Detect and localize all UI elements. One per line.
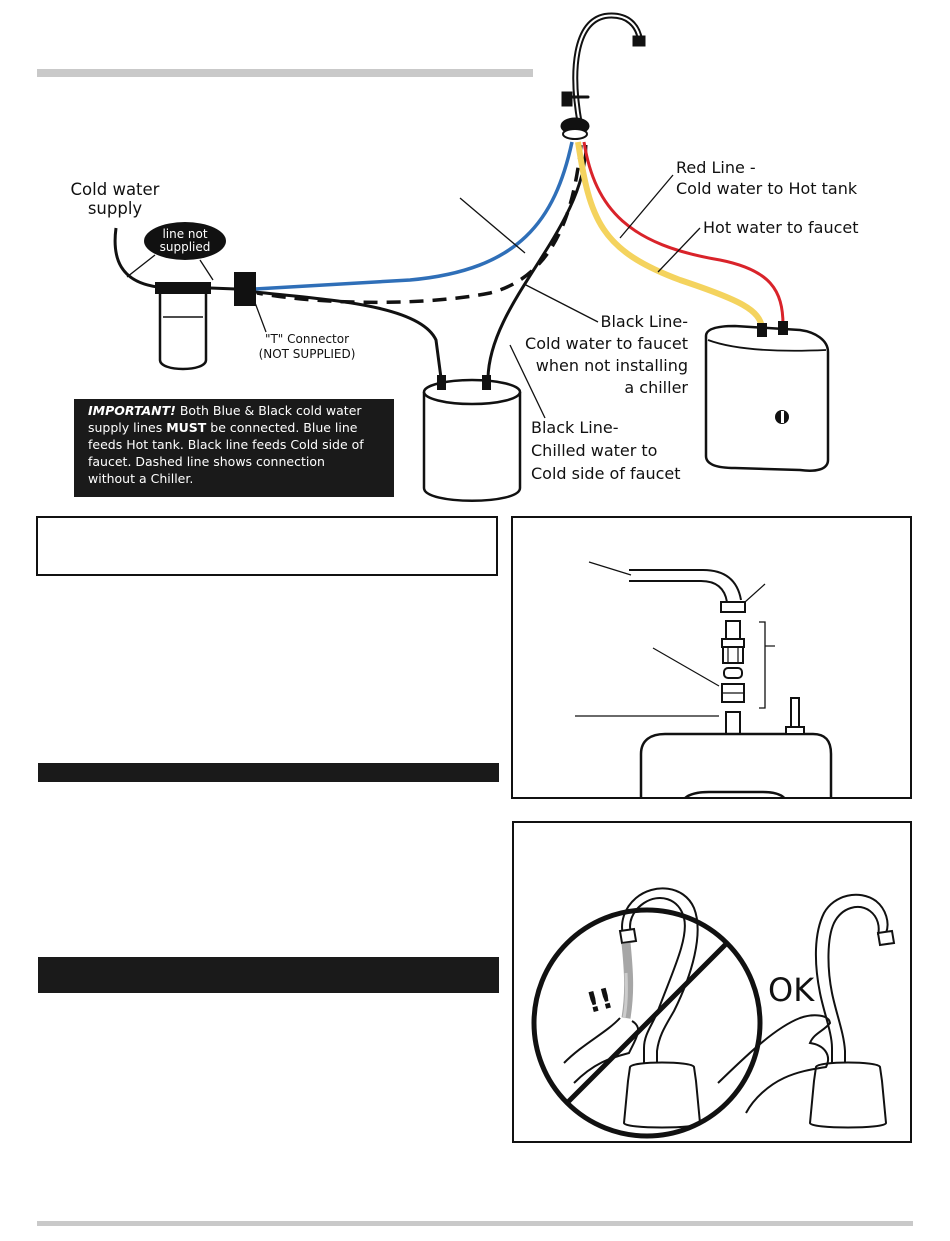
line-not-supplied-line2: supplied — [159, 240, 211, 254]
important-stamp: IMPORTANT! — [88, 403, 176, 418]
black-supply-line — [254, 290, 443, 379]
section-bar-1 — [38, 763, 499, 782]
black-line-a-4: a chiller — [624, 378, 688, 397]
t-connector-icon — [234, 272, 256, 306]
line-not-supplied-line1: line not — [162, 227, 208, 241]
faucet-safety-illustration: !! OK — [531, 887, 896, 1139]
cold-water-supply-text: Cold water supply — [70, 180, 160, 218]
section-bar-2 — [38, 957, 499, 993]
black-line-a-2: Cold water to faucet — [525, 334, 688, 353]
top-rule — [37, 69, 533, 77]
bottom-rule — [37, 1221, 913, 1226]
faucet-safety-panel: !! OK — [512, 821, 912, 1143]
red-line-label-2: Cold water to Hot tank — [676, 179, 858, 198]
black-line-b-label: Black Line- Chilled water to Cold side o… — [531, 416, 681, 485]
black-line-b-2: Chilled water to — [531, 441, 658, 460]
section-heading-box — [36, 516, 498, 576]
fitting-figure-panel — [511, 516, 912, 799]
blue-supply-line — [254, 141, 574, 291]
hot-water-label: Hot water to faucet — [703, 218, 859, 237]
warning-mark: !! — [583, 981, 616, 1019]
important-text-1: Both Blue & Black cold water — [175, 403, 362, 418]
black-line-a-1: Black Line- — [600, 312, 689, 331]
t-connector-line1: "T" Connector — [264, 332, 350, 346]
important-text-3: feeds Hot tank. Black line feeds Cold si… — [88, 437, 364, 452]
faucet-icon — [717, 893, 896, 1129]
ok-label: OK — [768, 971, 815, 1009]
faucet-icon — [563, 887, 702, 1129]
line-not-supplied-badge: line not supplied — [144, 222, 226, 260]
plumbing-diagram — [113, 12, 830, 502]
hot-tank-icon — [704, 321, 830, 472]
red-line — [582, 141, 785, 326]
black-line-a-label: Black Line- Cold water to faucet when no… — [520, 311, 688, 399]
cold-water-supply-label: Cold water supply — [62, 180, 168, 218]
fitting-assembly-diagram — [575, 561, 833, 797]
important-text-4: faucet. Dashed line shows connection — [88, 454, 325, 469]
red-line-label-1: Red Line - — [676, 158, 756, 177]
chiller-tank-icon — [422, 375, 522, 502]
yellow-hot-line — [575, 141, 765, 329]
important-text-2a: supply lines — [88, 420, 167, 435]
black-line-a-3: when not installing — [535, 356, 688, 375]
black-line-b-3: Cold side of faucet — [531, 464, 681, 483]
faucet-icon — [560, 12, 646, 140]
t-connector-label: "T" Connector (NOT SUPPLIED) — [248, 332, 366, 362]
red-line-label: Red Line - Cold water to Hot tank — [676, 157, 857, 199]
filter-cartridge-icon — [155, 282, 211, 371]
important-note: IMPORTANT! Both Blue & Black cold water … — [74, 399, 394, 497]
important-must: MUST — [166, 420, 207, 435]
hand-icon — [717, 1014, 832, 1114]
important-text-2b: be connected. Blue line — [206, 420, 358, 435]
no-touch-icon — [531, 907, 763, 1139]
t-connector-line2: (NOT SUPPLIED) — [258, 347, 356, 361]
black-line-b-1: Black Line- — [531, 418, 619, 437]
important-text-5: without a Chiller. — [88, 471, 194, 486]
